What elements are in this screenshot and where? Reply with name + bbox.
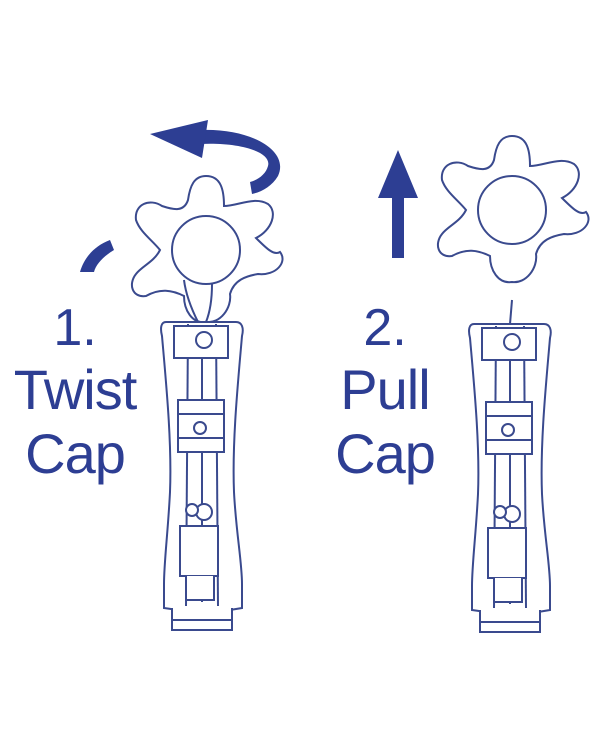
detached-cap-icon bbox=[436, 135, 590, 284]
step-2-label-line-1: Pull bbox=[340, 358, 430, 421]
twist-cap-icon bbox=[130, 175, 284, 324]
step-2-number: 2. bbox=[363, 299, 407, 357]
step-1-number: 1. bbox=[53, 299, 97, 357]
up-arrow-icon bbox=[378, 150, 418, 258]
step-1-label-line-1: Twist bbox=[13, 358, 138, 421]
curved-twist-arrow-icon bbox=[80, 120, 281, 272]
step-2-label-line-2: Cap bbox=[335, 422, 436, 485]
lancet-body-icon bbox=[160, 321, 244, 631]
step-1-label-line-2: Cap bbox=[25, 422, 126, 485]
needle-icon bbox=[509, 299, 513, 325]
lancet-body-icon bbox=[468, 323, 552, 633]
